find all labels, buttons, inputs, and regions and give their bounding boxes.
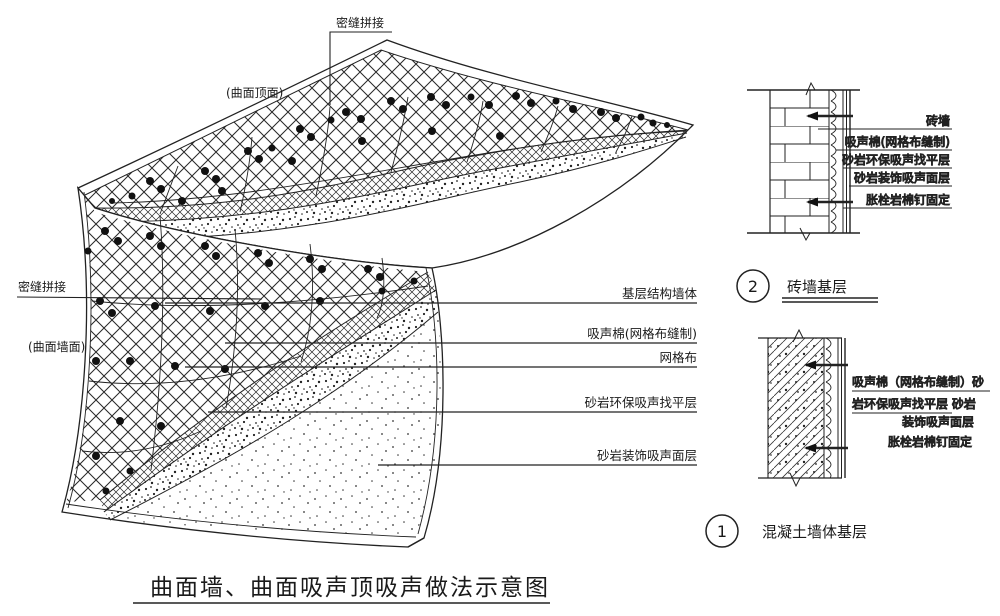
badge-2-circle (736, 269, 770, 303)
break-mark-bottom (789, 472, 801, 488)
top-surface-label: (曲面顶面) (226, 86, 283, 100)
concrete-note-line2: 岩环保吸声找平层 砂岩 (852, 396, 976, 411)
main-annotations: 密缝拼接 (曲面顶面) 密缝拼接 (曲面墙面) 基层结构墙体 吸声棉(网格布缝制… (16, 15, 698, 466)
drawing-caption: 曲面墙、曲面吸声顶吸声做法示意图 (133, 575, 550, 604)
layer-label-base-wall: 基层结构墙体 (622, 286, 698, 301)
detail-2-title: 砖墙基层 (787, 278, 847, 296)
detail-brick-wall: 砖墙 吸声棉(网格布缝制) 砂岩环保吸声找平层 砂岩装饰吸声面层 胀栓岩棉钉固定 (747, 81, 952, 242)
top-seam-leader-line (329, 31, 392, 105)
badge-2-number: 2 (748, 277, 758, 296)
left-seam-leader-line (16, 296, 263, 300)
layer-label-absorbing-cotton: 吸声棉(网格布缝制) (587, 326, 697, 341)
brick-label-leveling: 砂岩环保吸声找平层 (842, 152, 950, 167)
left-seam-label: 密缝拼接 (18, 279, 66, 294)
detail-2-badge: 2 砖墙基层 (736, 269, 878, 303)
concrete-note-line4: 胀栓岩棉钉固定 (888, 434, 972, 449)
detail-1-badge: 1 混凝土墙体基层 (705, 514, 867, 548)
brick-label-face: 砂岩装饰吸声面层 (854, 170, 950, 185)
brick-label-bolt: 胀栓岩棉钉固定 (866, 192, 950, 207)
detail-concrete-wall: 吸声棉（网格布缝制）砂 岩环保吸声找平层 砂岩 装饰吸声面层 胀栓岩棉钉固定 (758, 328, 990, 488)
ceiling-panel-seams (109, 96, 687, 215)
anchor-bolts (804, 360, 848, 453)
brick-label-wall: 砖墙 (926, 113, 950, 128)
caption-text: 曲面墙、曲面吸声顶吸声做法示意图 (150, 575, 550, 601)
break-mark-bottom (799, 227, 811, 242)
brick-detail-leader-lines (818, 128, 952, 209)
curved-ceiling (76, 39, 695, 269)
layer-label-face-layer: 砂岩装饰吸声面层 (597, 448, 697, 463)
ceiling-fastener-dots (109, 92, 670, 205)
concrete-note-line3: 装饰吸声面层 (902, 415, 974, 429)
break-mark-top (792, 328, 804, 343)
badge-1-circle (705, 514, 739, 548)
layer-leader-lines (165, 302, 697, 466)
brick-label-cotton: 吸声棉(网格布缝制) (845, 134, 950, 149)
wall-surface-label: (曲面墙面) (28, 340, 85, 354)
layer-label-mesh-cloth: 网格布 (659, 350, 697, 365)
break-mark-top (805, 81, 816, 96)
badge-1-number: 1 (717, 522, 727, 541)
concrete-note-line1: 吸声棉（网格布缝制）砂 (852, 374, 984, 389)
wall-fastener-dots (84, 227, 418, 495)
top-seam-label: 密缝拼接 (336, 15, 384, 30)
detail-1-title: 混凝土墙体基层 (762, 523, 867, 541)
anchor-bolts (806, 111, 853, 207)
layer-label-leveling-layer: 砂岩环保吸声找平层 (584, 395, 697, 410)
